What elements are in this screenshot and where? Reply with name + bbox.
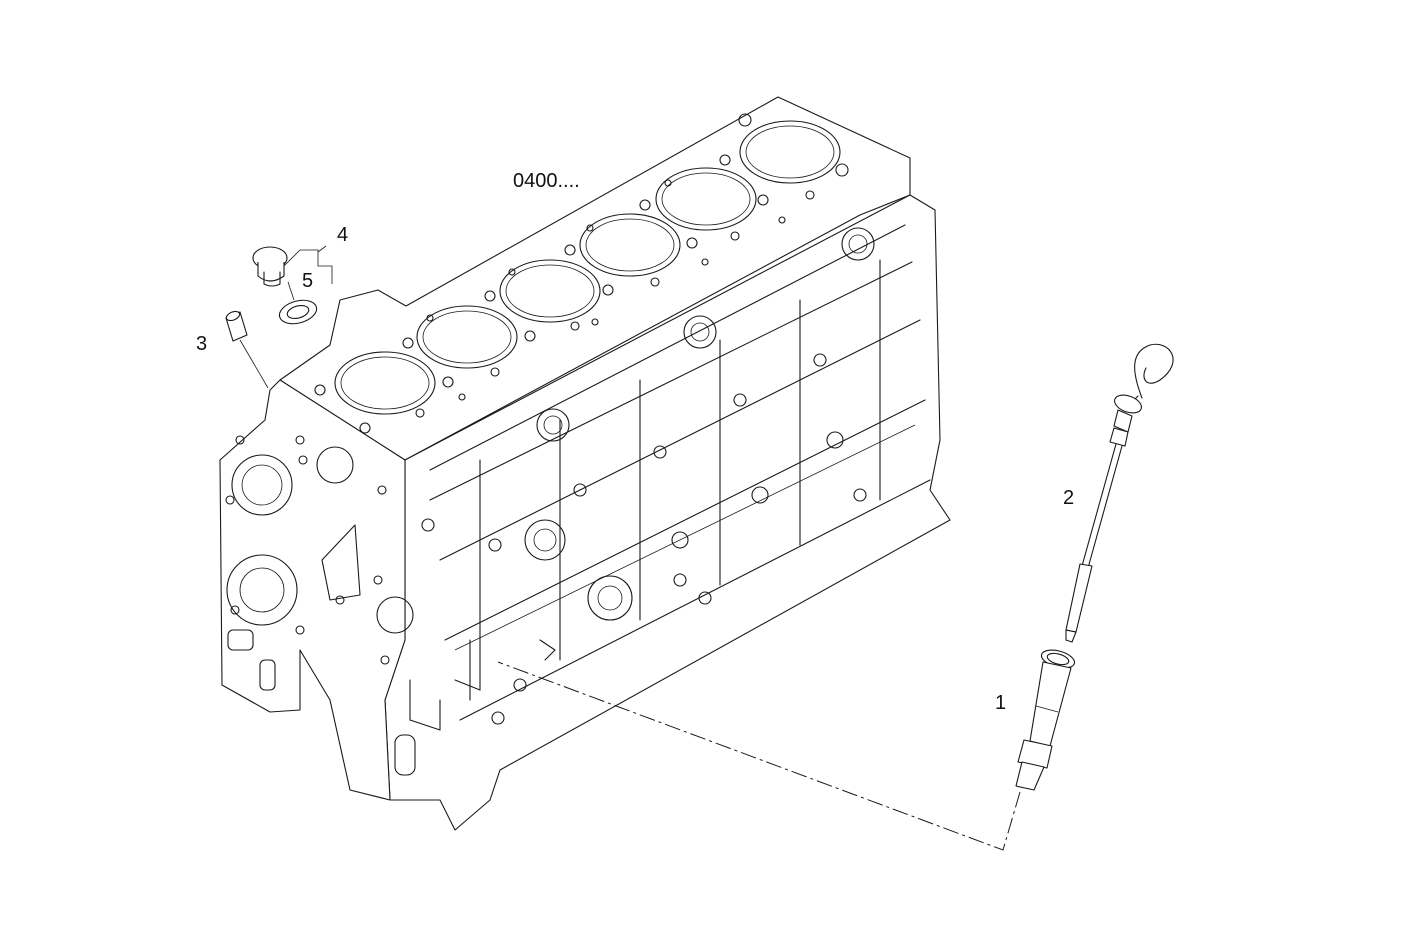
callout-2: 2 — [1063, 487, 1074, 509]
plug-icon — [225, 310, 269, 389]
engine-block — [219, 96, 951, 831]
dipstick-tube-icon — [1015, 649, 1076, 791]
callout-3: 3 — [196, 333, 207, 355]
callout-1: 1 — [995, 692, 1006, 714]
screw-plug-icon — [252, 245, 333, 287]
dipstick-icon — [1065, 343, 1174, 643]
installation-centerline — [497, 661, 1021, 851]
block-side-details — [421, 224, 931, 725]
block-front-face — [219, 379, 406, 801]
sealing-washer-icon — [278, 281, 318, 325]
cylinder-bores — [334, 120, 841, 415]
assembly-label: 0400.... — [513, 170, 580, 192]
block-front-details — [225, 435, 441, 776]
callout-4: 4 — [337, 224, 348, 246]
callout-5: 5 — [302, 270, 313, 292]
deck-bolt-holes — [314, 113, 849, 434]
